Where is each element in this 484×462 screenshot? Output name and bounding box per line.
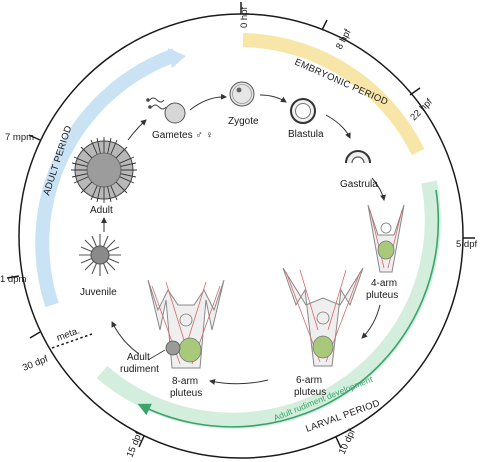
- adult-band-arrowhead: [168, 48, 186, 68]
- cycle-arrows: [101, 93, 386, 385]
- gametes-icon: [146, 97, 186, 124]
- tick-1dpm: 1 dpm: [0, 274, 26, 285]
- tick-30dpf: 30 dpf: [21, 354, 50, 374]
- embryonic-band: [242, 33, 425, 156]
- blastula-icon: [290, 98, 316, 124]
- larval-band: [96, 180, 441, 429]
- juvenile-label: Juvenile: [80, 287, 117, 298]
- tick-8hpf: 8 hpf: [334, 27, 354, 51]
- blastula-label: Blastula: [288, 129, 324, 140]
- zygote-icon: [229, 81, 255, 107]
- adult-label: Adult: [90, 205, 113, 216]
- gametes-label: Gametes ♂ ♀: [152, 130, 213, 141]
- tick-0hpf: 0 hpf: [239, 7, 250, 28]
- tick-10dpf: 10 dpf: [337, 427, 358, 456]
- zygote-label: Zygote: [228, 116, 259, 127]
- eight-arm-label-1: 8-arm: [172, 376, 198, 387]
- tick-7mpm: 7 mpm: [5, 132, 34, 143]
- gastrula-icon: [345, 150, 371, 164]
- tick-22hpf: 22 hpf: [408, 96, 435, 123]
- rudiment-label-2: rudiment: [120, 364, 159, 375]
- rudiment-development-arrow: [137, 189, 440, 428]
- adult-band: [35, 48, 178, 308]
- metamorphosis-marker: [51, 333, 93, 349]
- tick-15dpf: 15 dpf: [125, 430, 145, 459]
- metamorphosis-label: meta.: [55, 325, 81, 343]
- timeline-ticks: [6, 2, 475, 449]
- rudiment-pointer: [147, 349, 166, 361]
- tick-5dpf: 5 dpf: [456, 239, 477, 250]
- gastrula-label: Gastrula: [340, 179, 378, 190]
- rudiment-label-1: Adult: [127, 352, 150, 363]
- six-arm-label-2: pluteus: [294, 387, 326, 398]
- eight-arm-pluteus-icon: [147, 279, 225, 369]
- juvenile-icon: [79, 234, 121, 276]
- four-arm-pluteus-icon: [367, 204, 405, 273]
- adult-urchin-icon: [71, 137, 137, 203]
- four-arm-label-2: pluteus: [366, 290, 398, 301]
- eight-arm-label-2: pluteus: [170, 388, 202, 399]
- six-arm-label-1: 6-arm: [296, 375, 322, 386]
- six-arm-pluteus-icon: [282, 267, 364, 367]
- four-arm-label-1: 4-arm: [371, 278, 397, 289]
